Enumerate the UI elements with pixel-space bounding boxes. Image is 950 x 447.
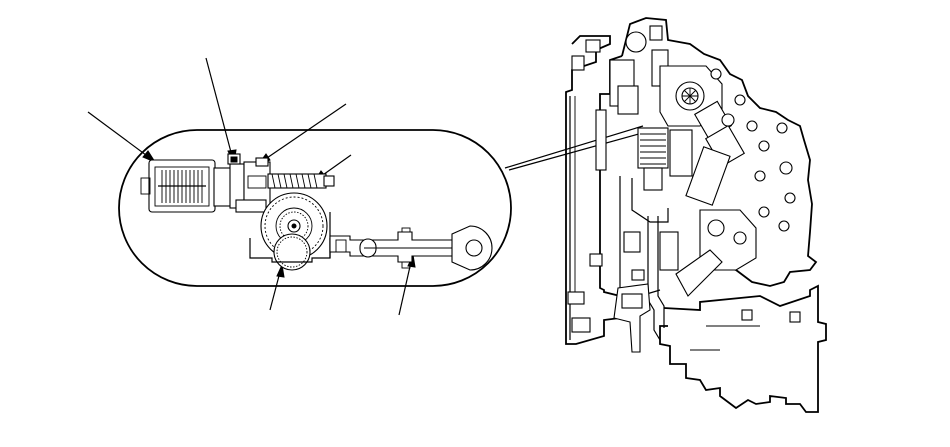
motor-windings (158, 170, 206, 203)
detail-capsule-outline (118, 129, 512, 287)
transmission-case-left (565, 35, 623, 345)
worm-shaft (267, 173, 335, 189)
leader-line-lever-joint (398, 253, 416, 316)
leader-line-gear (269, 263, 285, 311)
motor-terminal-block (227, 153, 271, 213)
transmission-center-body (619, 176, 757, 297)
leader-line-motor (87, 111, 157, 164)
actuator-on-case (659, 65, 796, 255)
callout-connector-line (504, 125, 644, 169)
electric-motor (140, 159, 245, 213)
transmission-case-bottom (659, 284, 827, 413)
shift-spring-assembly (631, 127, 731, 223)
pinion-gear (273, 233, 311, 271)
shift-rod (329, 227, 457, 269)
leader-line-motor-terminal (205, 57, 237, 165)
actuator-detail (140, 153, 493, 271)
shift-lever-eye (451, 225, 493, 271)
leader-line-worm-housing (256, 103, 347, 167)
detail-callout (118, 125, 647, 287)
transmission-assembly (565, 17, 827, 413)
transmission-lower-extension (613, 216, 665, 353)
